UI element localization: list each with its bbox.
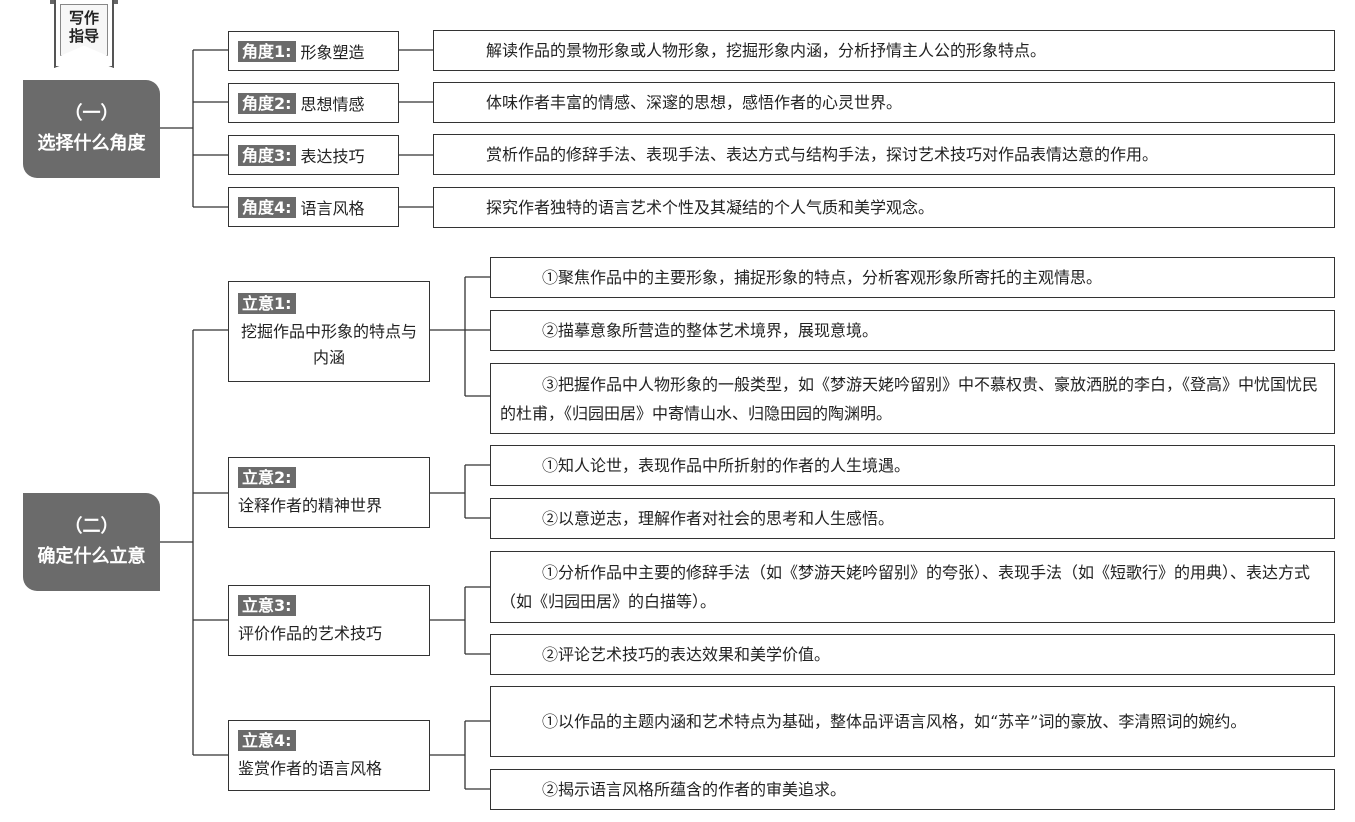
intent-2-box: 立意2: 诠释作者的精神世界 — [228, 457, 430, 528]
angle-badge: 角度4: — [238, 196, 296, 218]
angle-3-box: 角度3: 表达技巧 — [228, 135, 399, 175]
angle-label: 语言风格 — [300, 199, 365, 218]
angle-2-box: 角度2: 思想情感 — [228, 83, 399, 123]
section-determine-intent: （二） 确定什么立意 — [23, 493, 160, 591]
intent-badge: 立意3: — [238, 594, 296, 616]
angle-2-desc: 体味作者丰富的情感、深邃的思想，感悟作者的心灵世界。 — [433, 82, 1335, 123]
section-choose-angle: （一） 选择什么角度 — [23, 80, 160, 178]
intent-3-point-2: ②评论艺术技巧的表达效果和美学价值。 — [490, 634, 1335, 675]
section-title: 选择什么角度 — [37, 133, 146, 154]
intent-1-box: 立意1: 挖掘作品中形象的特点与内涵 — [228, 281, 430, 382]
angle-1-box: 角度1: 形象塑造 — [228, 31, 399, 71]
section-number: （一） — [64, 103, 119, 124]
intent-3-box: 立意3: 评价作品的艺术技巧 — [228, 585, 430, 656]
guide-line-2: 指导 — [68, 27, 99, 45]
intent-label: 挖掘作品中形象的特点与内涵 — [240, 321, 417, 367]
intent-1-point-2: ②描摹意象所营造的整体艺术境界，展现意境。 — [490, 310, 1335, 351]
section-number: （二） — [64, 516, 119, 537]
angle-4-desc: 探究作者独特的语言艺术个性及其凝结的个人气质和美学观念。 — [433, 187, 1335, 228]
intent-1-point-3: ③把握作品中人物形象的一般类型，如《梦游天姥吟留别》中不慕权贵、豪放洒脱的李白，… — [490, 363, 1335, 434]
intent-1-point-1: ①聚焦作品中的主要形象，捕捉形象的特点，分析客观形象所寄托的主观情思。 — [490, 257, 1335, 298]
section-title: 确定什么立意 — [37, 546, 146, 567]
angle-badge: 角度1: — [238, 40, 296, 62]
intent-label: 评价作品的艺术技巧 — [238, 623, 383, 643]
angle-label: 表达技巧 — [300, 147, 365, 166]
angle-label: 形象塑造 — [300, 43, 365, 62]
angle-1-desc: 解读作品的景物形象或人物形象，挖掘形象内涵，分析抒情主人公的形象特点。 — [433, 30, 1335, 71]
angle-4-box: 角度4: 语言风格 — [228, 187, 399, 227]
intent-4-box: 立意4: 鉴赏作者的语言风格 — [228, 720, 430, 791]
intent-label: 诠释作者的精神世界 — [238, 495, 383, 515]
angle-badge: 角度3: — [238, 144, 296, 166]
intent-4-point-1: ①以作品的主题内涵和艺术特点为基础，整体品评语言风格，如“苏辛”词的豪放、李清照… — [490, 686, 1335, 757]
guide-line-1: 写作 — [68, 9, 99, 27]
intent-badge: 立意4: — [238, 729, 296, 751]
intent-badge: 立意1: — [238, 292, 296, 314]
intent-2-point-1: ①知人论世，表现作品中所折射的作者的人生境遇。 — [490, 445, 1335, 486]
intent-badge: 立意2: — [238, 466, 296, 488]
writing-guide-tag: 写作 指导 — [54, 0, 114, 68]
intent-4-point-2: ②揭示语言风格所蕴含的作者的审美追求。 — [490, 769, 1335, 810]
angle-label: 思想情感 — [300, 95, 365, 114]
intent-3-point-1: ①分析作品中主要的修辞手法（如《梦游天姥吟留别》的夸张）、表现手法（如《短歌行》… — [490, 551, 1335, 623]
angle-3-desc: 赏析作品的修辞手法、表现手法、表达方式与结构手法，探讨艺术技巧对作品表情达意的作… — [433, 134, 1335, 175]
angle-badge: 角度2: — [238, 92, 296, 114]
intent-label: 鉴赏作者的语言风格 — [238, 758, 383, 778]
intent-2-point-2: ②以意逆志，理解作者对社会的思考和人生感悟。 — [490, 498, 1335, 539]
